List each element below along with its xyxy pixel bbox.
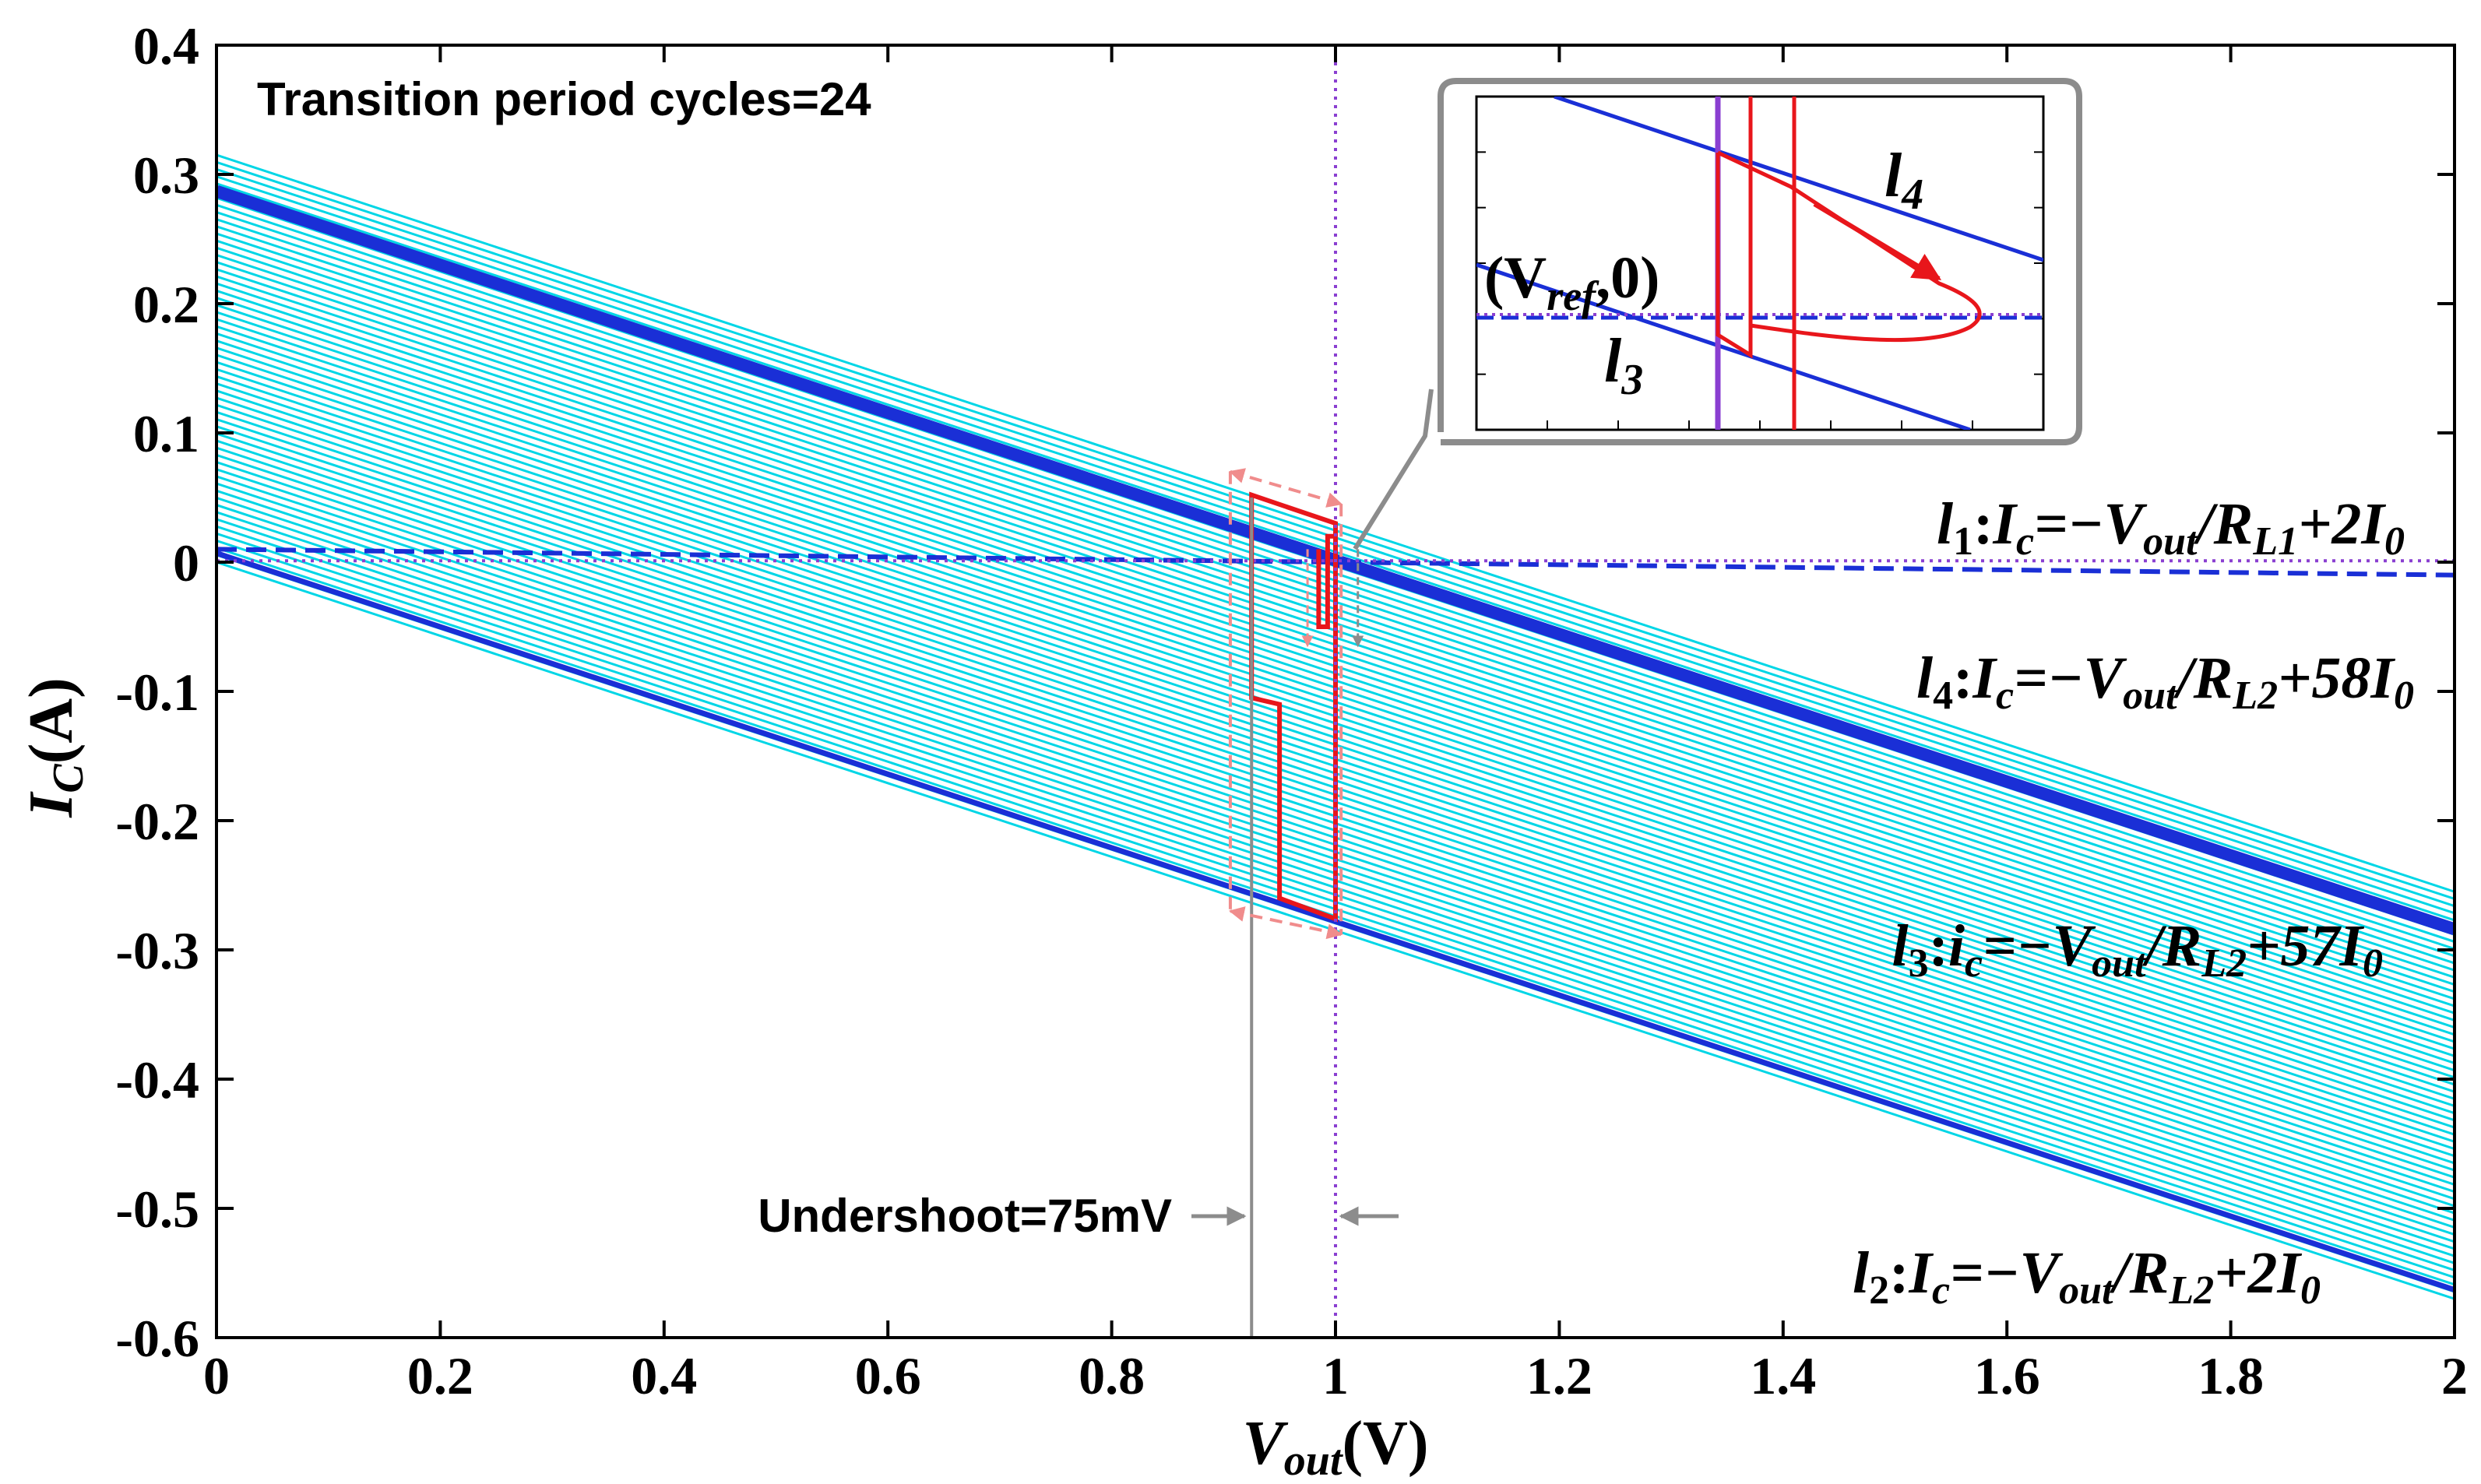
boundary-box-upper [1229,468,1343,508]
y-tick-label: -0.5 [115,1180,199,1239]
inset-frame [1475,95,2045,431]
inset-zoom: l4 l3 (Vref,0) [1475,95,2045,431]
y-tick-label: 0.4 [133,16,199,76]
x-tick-label: 2 [2441,1346,2468,1405]
x-axis-label: Vout(V) [1242,1409,1428,1484]
y-tick-label: -0.4 [115,1050,199,1109]
inset-callout-pointer [1353,389,1434,550]
axis-ticks [215,44,2456,1339]
inset-ticks [1476,151,2043,430]
boundary-markers [1228,468,1364,940]
series-l1 [216,547,2455,578]
inset-l4-label: l4 [1885,142,1923,219]
equation-l2: l2:Ic=−Vout/RL2+2I0 [1853,1240,2321,1313]
y-tick-label: 0.3 [133,146,199,205]
y-tick-label: -0.6 [115,1309,199,1368]
x-tick-label: 0.6 [855,1346,921,1405]
inset-l3-line [1476,262,1971,430]
x-tick-label: 0.8 [1079,1346,1145,1405]
y-tick-label: -0.2 [115,792,199,851]
inset-l3-label: l3 [1604,327,1643,404]
y-tick-label: 0 [173,533,199,593]
x-tick-label: 1 [1322,1346,1349,1405]
y-tick-label: 0.2 [133,275,199,334]
axis-tick-labels: 0 0.2 0.4 0.6 0.8 1 1.2 1.4 1.6 1.8 2 0.4 0.3 0.2 0.1 0… [115,16,2468,1405]
y-axis-label: IC(A) [17,677,93,818]
series-trajectory_fine [1316,533,1336,629]
equation-l3: l3:ic=−Vout/RL2+57I0 [1892,913,2383,986]
y-tick-label: -0.1 [115,663,199,722]
transition-cycles-label: Transition period cycles=24 [257,73,871,125]
equation-l4: l4:Ic=−Vout/RL2+58I0 [1916,645,2414,718]
x-tick-label: 1.6 [1974,1346,2040,1405]
inset-trajectory-arrow [1813,202,1942,281]
inset-trajectory-loop [1716,150,1982,359]
x-tick-label: 0 [203,1346,230,1405]
x-tick-label: 1.8 [2198,1346,2264,1405]
inset-vref-label: (Vref,0) [1484,245,1659,319]
undershoot-label: Undershoot=75mV [758,1190,1172,1242]
equation-l1: l1:Ic=−Vout/RL1+2I0 [1937,491,2405,564]
y-tick-label: 0.1 [133,404,199,463]
x-tick-label: 1.4 [1750,1346,1816,1405]
x-tick-label: 0.4 [631,1346,697,1405]
inset-l4-line [1554,97,2043,262]
x-tick-label: 0.2 [407,1346,473,1405]
x-tick-label: 1.2 [1526,1346,1592,1405]
y-tick-label: -0.3 [115,921,199,980]
